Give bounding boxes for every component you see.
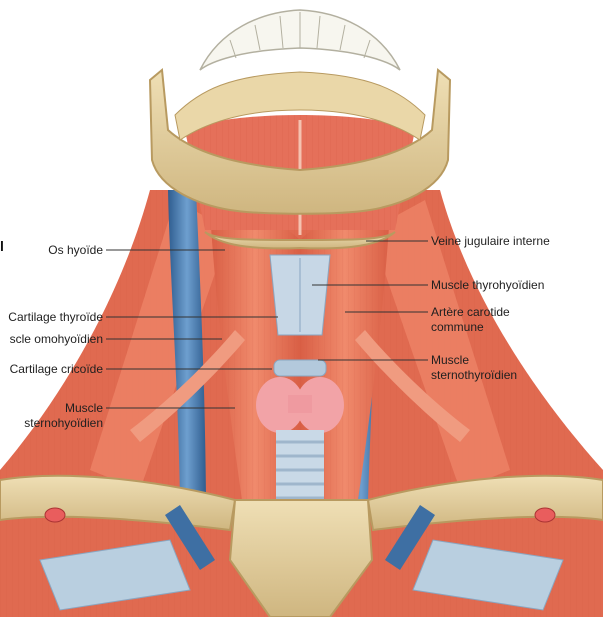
thyroid-gland <box>256 377 344 433</box>
label-cartilage-cricoide: Cartilage cricoïde <box>9 362 103 376</box>
label-line: Artère carotide <box>431 305 510 319</box>
hyoid-bone <box>204 231 396 250</box>
label-os-hyoide: Os hyoïde <box>48 243 103 257</box>
label-line: sternohyoïdien <box>24 416 103 430</box>
label-line: sternothyroïdien <box>431 368 518 382</box>
label-muscle-sternothyroidien: Muscle sternothyroïdien <box>431 353 517 383</box>
leader-lines-left <box>106 249 278 409</box>
label-line: Muscle <box>64 401 103 415</box>
edge-mark: l <box>0 238 4 254</box>
leader-lines-right <box>312 240 428 361</box>
label-muscle-sternohyoidien: Muscle sternohyoïdien <box>24 401 103 431</box>
label-cartilage-thyroide: Cartilage thyroïde <box>8 310 103 324</box>
clavicles-and-sternum <box>0 474 603 617</box>
label-line: commune <box>431 320 484 334</box>
mandible <box>148 68 452 215</box>
label-line: Muscle <box>431 353 470 367</box>
larynx <box>269 254 331 377</box>
label-muscle-omohyoidien: scle omohyoïdien <box>9 332 103 346</box>
label-muscle-thyrohyoidien: Muscle thyrohyoïdien <box>431 278 545 292</box>
teeth <box>199 9 401 71</box>
label-artere-carotide-commune: Artère carotide commune <box>431 305 510 335</box>
label-veine-jugulaire-interne: Veine jugulaire interne <box>431 234 550 248</box>
